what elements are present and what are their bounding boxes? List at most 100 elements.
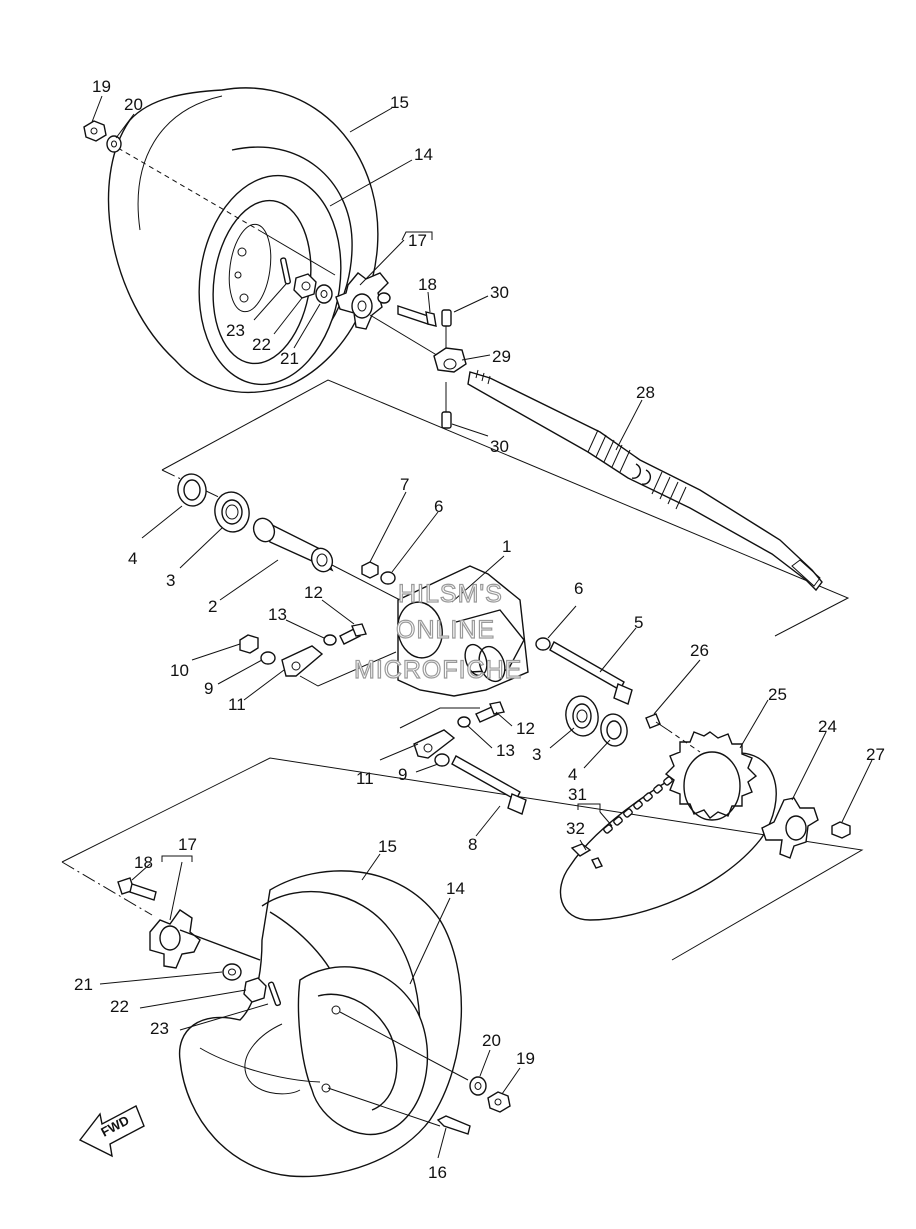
callout-10: 10 xyxy=(170,661,189,680)
callout-12-upper: 12 xyxy=(304,583,323,602)
callout-24: 24 xyxy=(818,717,837,736)
lower-assembly-frame xyxy=(61,757,864,961)
callout-22-top: 22 xyxy=(252,335,271,354)
callout-13-upper: 13 xyxy=(268,605,287,624)
callout-15-lower: 15 xyxy=(378,837,397,856)
callout-21-lower: 21 xyxy=(74,975,93,994)
nut-top-19 xyxy=(83,120,107,142)
long-bolt-5 xyxy=(549,641,625,691)
nut-lower-19 xyxy=(487,1091,511,1113)
callout-14-top: 14 xyxy=(414,145,433,164)
washer-13-upper xyxy=(323,634,337,646)
nut-27 xyxy=(831,821,851,839)
watermark-line-3: MICROFICHE xyxy=(354,656,522,684)
cotter-pin-lower xyxy=(267,981,282,1007)
callout-27: 27 xyxy=(866,745,885,764)
washer-top-20 xyxy=(106,135,122,153)
callout-29: 29 xyxy=(492,347,511,366)
sprocket xyxy=(664,731,758,819)
watermark-line-1: HILSM'S xyxy=(398,580,503,608)
callout-30-top: 30 xyxy=(490,283,509,302)
oil-seal-right xyxy=(600,713,628,747)
leader-lines xyxy=(91,95,873,1159)
callout-9-lower: 9 xyxy=(398,765,407,784)
callout-15-top: 15 xyxy=(390,93,409,112)
callout-9-upper: 9 xyxy=(204,679,213,698)
watermark: HILSM'S ONLINE MICROFICHE xyxy=(353,579,522,684)
washer-top-21 xyxy=(315,284,333,304)
oil-seal-left xyxy=(177,473,207,507)
bearing-left xyxy=(214,491,250,533)
callout-numbers: 19 20 15 14 17 18 23 22 21 30 29 30 28 4… xyxy=(74,77,885,1182)
chain-links xyxy=(603,776,673,834)
callout-19-lower: 19 xyxy=(516,1049,535,1068)
top-wheel-assembly xyxy=(83,87,379,393)
callout-26: 26 xyxy=(690,641,709,660)
callout-13-lower: 13 xyxy=(496,741,515,760)
callout-18-lower: 18 xyxy=(134,853,153,872)
top-wheel-hub xyxy=(335,272,446,361)
callout-8: 8 xyxy=(468,835,477,854)
axle-nut-assembly xyxy=(433,309,467,429)
callout-30-bottom: 30 xyxy=(490,437,509,456)
callout-28: 28 xyxy=(636,383,655,402)
callout-1: 1 xyxy=(502,537,511,556)
callout-6-left: 6 xyxy=(434,497,443,516)
callout-22-lower: 22 xyxy=(110,997,129,1016)
callout-17-lower: 17 xyxy=(178,835,197,854)
nut-10 xyxy=(239,634,259,654)
callout-4-right: 4 xyxy=(568,765,577,784)
set-screw-upper xyxy=(441,309,452,327)
washer-lower-21 xyxy=(222,963,242,981)
washer-13-lower xyxy=(457,716,471,728)
sprocket-hub xyxy=(761,797,819,859)
bearing-right xyxy=(565,695,599,737)
tire-valve xyxy=(436,1115,471,1135)
set-screw-lower xyxy=(441,411,452,429)
axle-nut xyxy=(433,347,467,373)
hub-bolt-top xyxy=(397,305,429,325)
callout-14-lower: 14 xyxy=(446,879,465,898)
callout-20-lower: 20 xyxy=(482,1031,501,1050)
callout-6-right: 6 xyxy=(574,579,583,598)
callout-19-top: 19 xyxy=(92,77,111,96)
callout-25: 25 xyxy=(768,685,787,704)
castle-nut-top xyxy=(293,273,317,299)
callout-2: 2 xyxy=(208,597,217,616)
washer-9-lower xyxy=(434,753,450,767)
chain-adjuster-upper xyxy=(239,623,397,687)
callout-4-left: 4 xyxy=(128,549,137,568)
callout-11-upper: 11 xyxy=(228,695,246,714)
lower-wheel-assembly xyxy=(117,870,511,1178)
callout-5: 5 xyxy=(634,613,643,632)
callout-20-top: 20 xyxy=(124,95,143,114)
callout-21-top: 21 xyxy=(280,349,299,368)
callout-18-top: 18 xyxy=(418,275,437,294)
washer-9-upper xyxy=(260,651,276,665)
bearing-housing-assembly xyxy=(177,473,633,747)
washer-6-right xyxy=(535,637,551,651)
callout-23-lower: 23 xyxy=(150,1019,169,1038)
callout-7: 7 xyxy=(400,475,409,494)
nut-7 xyxy=(361,561,379,579)
callout-32: 32 xyxy=(566,819,585,838)
callout-3-right: 3 xyxy=(532,745,541,764)
lower-wheel-rim xyxy=(297,966,429,1136)
drive-sprocket-assembly xyxy=(559,713,851,921)
cotter-pin-top xyxy=(280,257,291,285)
callout-11-lower: 11 xyxy=(356,769,374,788)
adjuster-block-upper xyxy=(281,645,324,677)
watermark-line-2: ONLINE xyxy=(396,616,495,644)
master-link-32 xyxy=(570,843,603,869)
rear-axle-shaft xyxy=(467,369,823,592)
sprocket-bolt-26 xyxy=(645,713,661,729)
chain-adjuster-lower xyxy=(399,701,527,815)
lower-wheel-hub xyxy=(149,909,201,969)
callout-3-left: 3 xyxy=(166,571,175,590)
castle-nut-lower xyxy=(243,977,267,1003)
long-bolt-8 xyxy=(451,755,521,801)
adjuster-block-lower xyxy=(413,729,456,759)
washer-lower-20 xyxy=(469,1076,487,1096)
callout-23-top: 23 xyxy=(226,321,245,340)
